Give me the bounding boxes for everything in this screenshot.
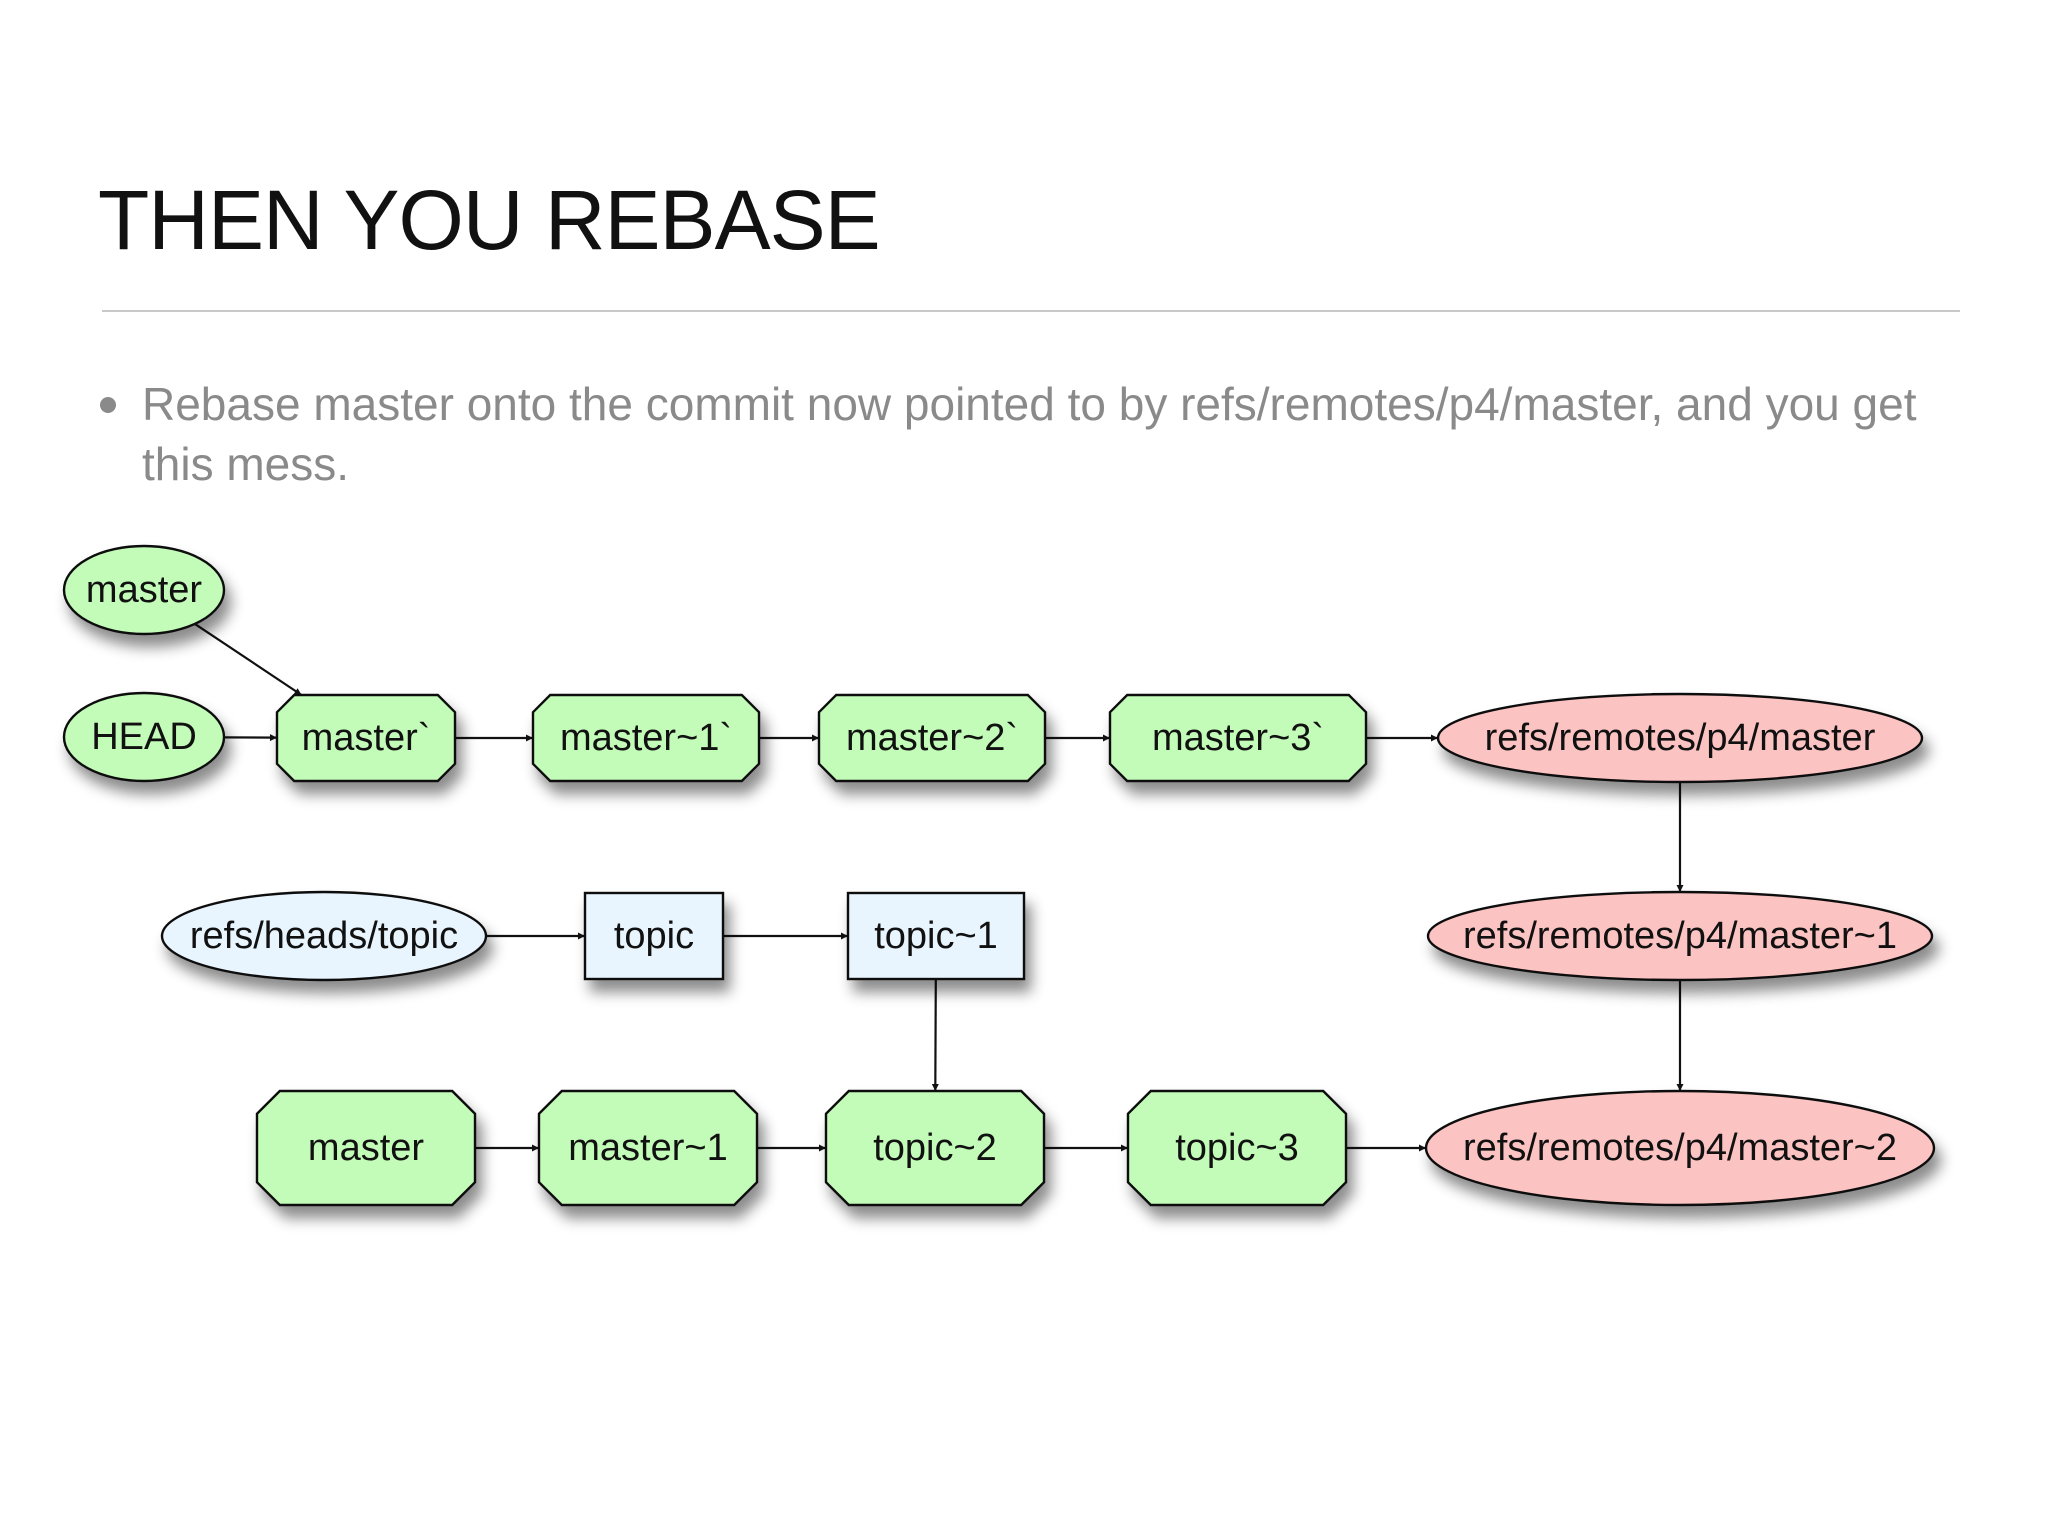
node-master2-prime: master~2` [817, 693, 1047, 783]
node-p4-master2: refs/remotes/p4/master~2 [1424, 1089, 1936, 1207]
node-topic2: topic~2 [824, 1089, 1046, 1207]
node-shape [1426, 890, 1934, 982]
node-label: master~1` [560, 717, 732, 759]
node-master1-prime: master~1` [531, 693, 761, 783]
bullet-dot-icon [100, 397, 116, 413]
node-p4-master: refs/remotes/p4/master [1436, 692, 1924, 784]
edge-layer [194, 622, 1684, 1152]
slide-title: THEN YOU REBASE [98, 173, 881, 267]
node-label: topic~2 [873, 1127, 997, 1169]
node-head: HEAD [62, 691, 226, 783]
node-label: master~1 [568, 1127, 727, 1169]
node-topic3: topic~3 [1126, 1089, 1348, 1207]
node-label: master~2` [846, 717, 1018, 759]
node-heads-topic: refs/heads/topic [160, 890, 488, 982]
node-master1-old: master~1 [537, 1089, 759, 1207]
bullet-item: Rebase master onto the commit now pointe… [100, 374, 1970, 494]
node-label: HEAD [91, 716, 197, 758]
bullet-text: Rebase master onto the commit now pointe… [142, 378, 1917, 490]
node-label: refs/heads/topic [190, 915, 458, 957]
bullet-list: Rebase master onto the commit now pointe… [100, 374, 1970, 494]
node-label: master [308, 1127, 424, 1169]
node-shape [817, 693, 1047, 783]
edge-master-ref-to-master-prime [194, 622, 303, 696]
node-master-prime: master` [275, 693, 457, 783]
node-shape [537, 1089, 759, 1207]
node-shape [160, 890, 488, 982]
node-label: topic [614, 915, 694, 957]
node-shape [275, 693, 457, 783]
node-master-ref: master [62, 544, 226, 636]
node-topic1: topic~1 [846, 891, 1026, 981]
node-label: master~3` [1152, 717, 1324, 759]
node-shape [62, 691, 226, 783]
node-shape [1108, 693, 1368, 783]
node-shape [846, 891, 1026, 981]
node-label: master [86, 569, 202, 611]
node-master-old: master [255, 1089, 477, 1207]
node-label: refs/remotes/p4/master~1 [1463, 915, 1897, 957]
node-shape [824, 1089, 1046, 1207]
node-shape [1436, 692, 1924, 784]
node-master3-prime: master~3` [1108, 693, 1368, 783]
edge-topic1-to-topic2 [931, 978, 939, 1092]
node-shape [583, 891, 725, 981]
node-label: master` [302, 717, 431, 759]
title-divider [102, 310, 1960, 312]
node-shape [1424, 1089, 1936, 1207]
node-label: refs/remotes/p4/master~2 [1463, 1127, 1897, 1169]
node-label: refs/remotes/p4/master [1485, 717, 1876, 759]
node-shape [62, 544, 226, 636]
node-label: topic~3 [1175, 1127, 1299, 1169]
node-topic: topic [583, 891, 725, 981]
node-shape [531, 693, 761, 783]
node-shape [255, 1089, 477, 1207]
node-p4-master1: refs/remotes/p4/master~1 [1426, 890, 1934, 982]
node-shape [1126, 1089, 1348, 1207]
node-label: topic~1 [874, 915, 998, 957]
